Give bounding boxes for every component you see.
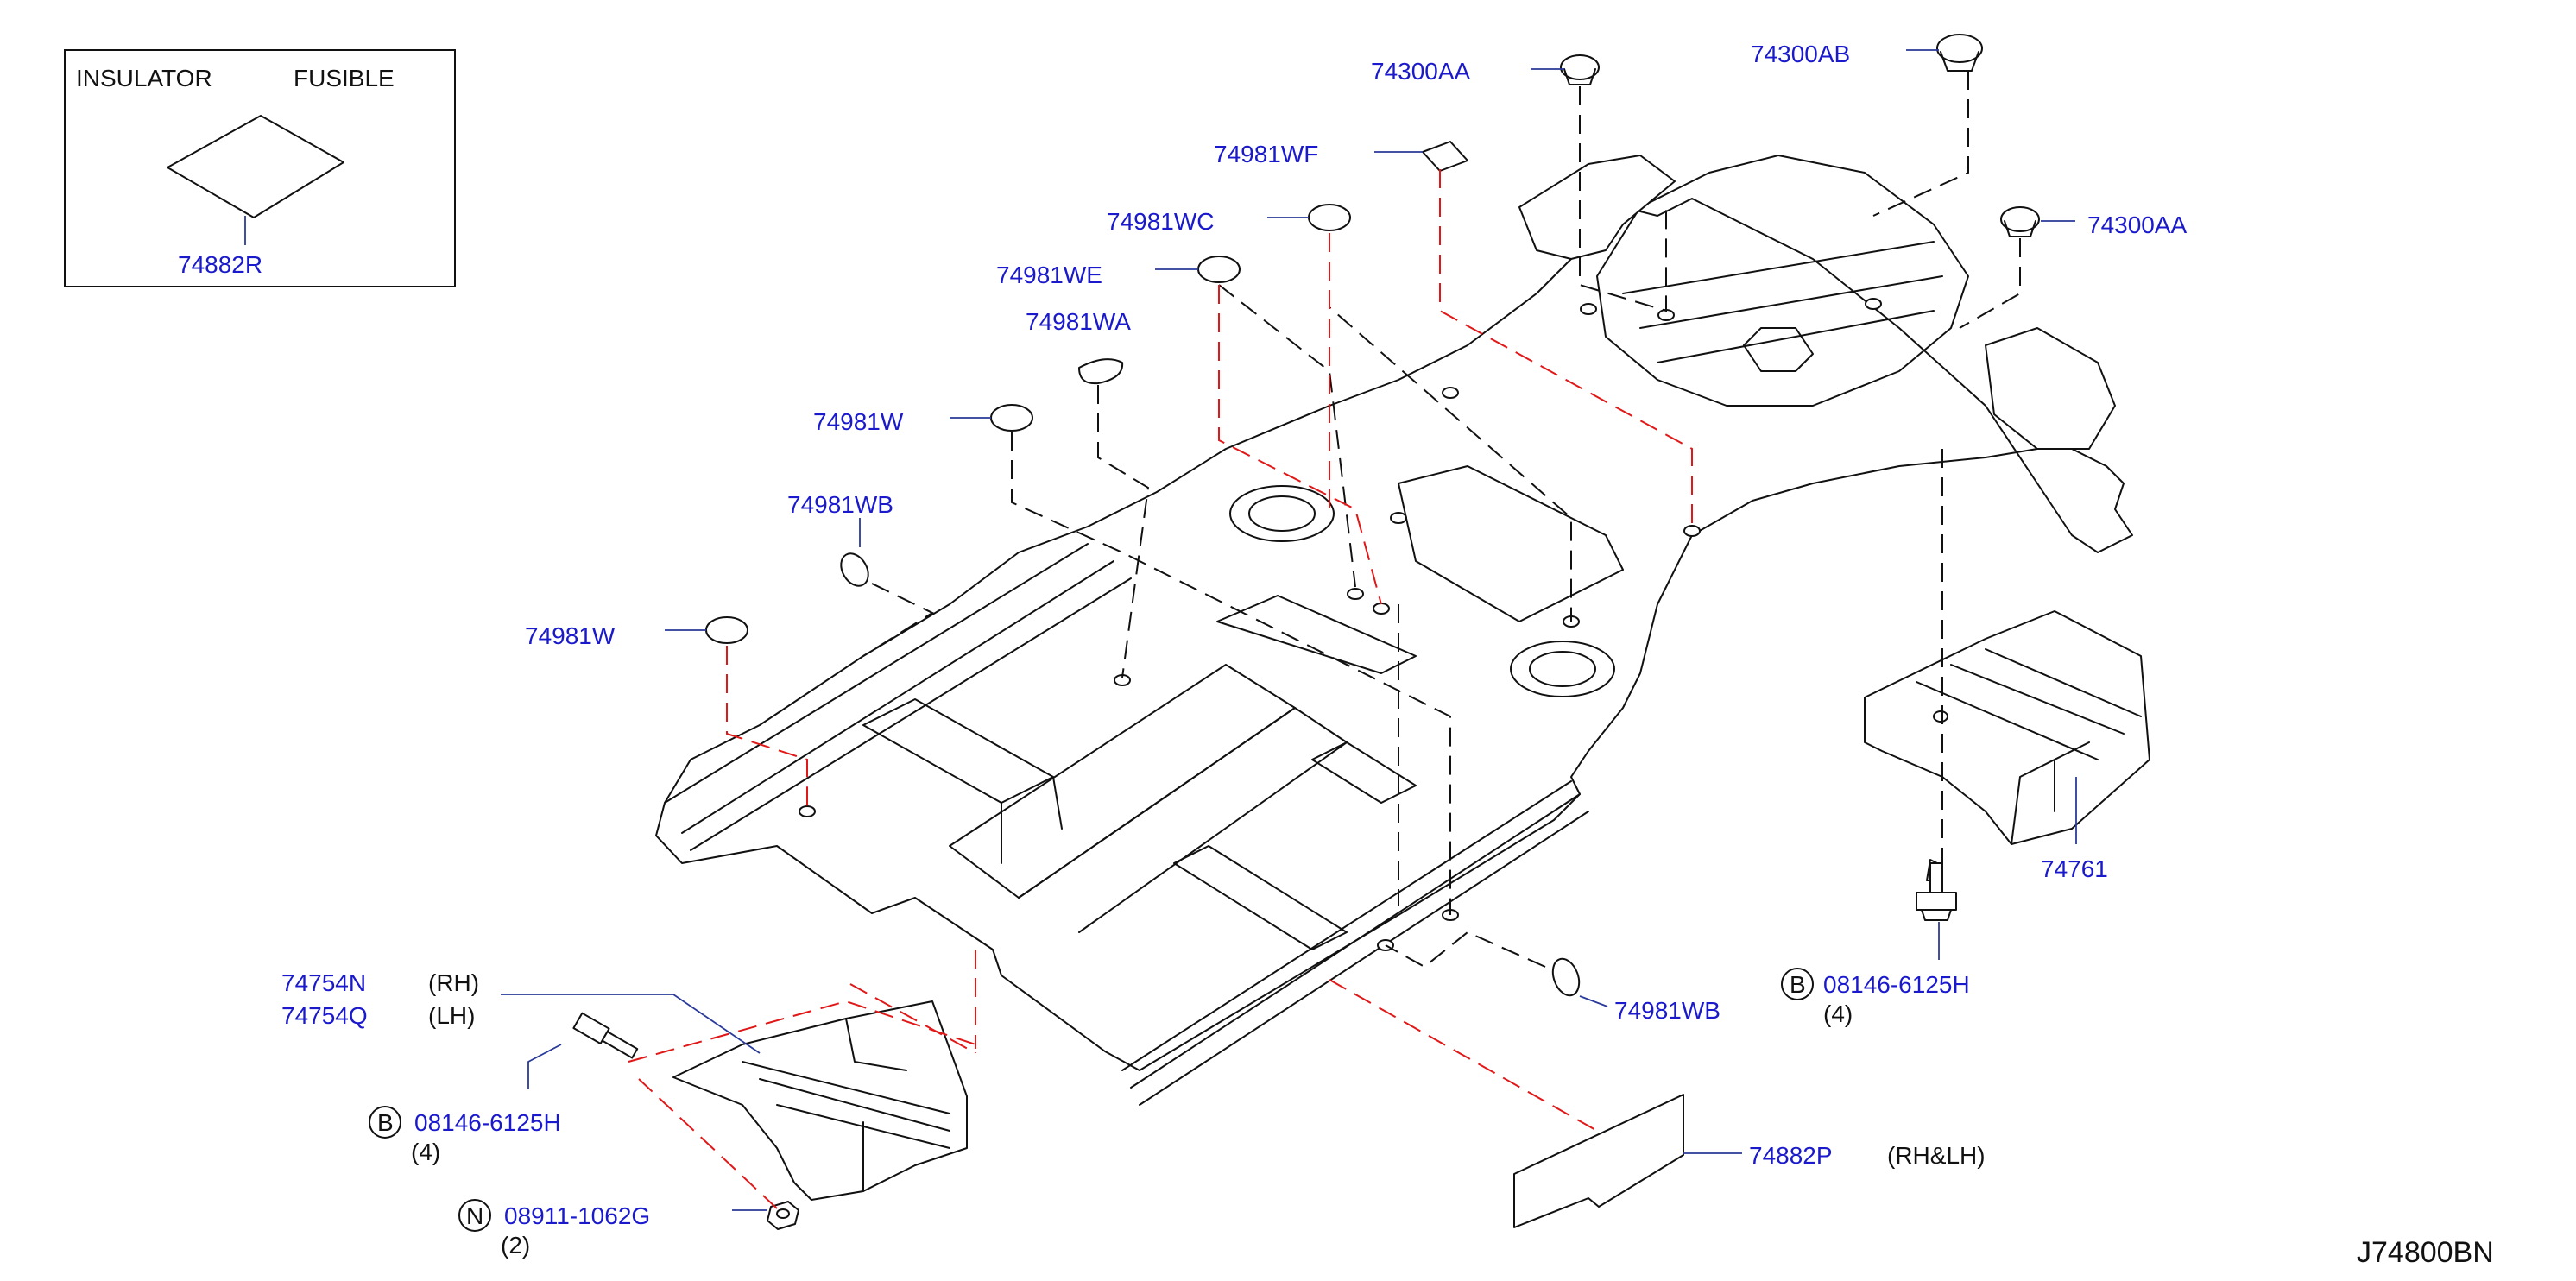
callout-bolt-left[interactable]: 08146-6125H xyxy=(414,1109,561,1136)
bolt-right-badge: B xyxy=(1790,971,1806,998)
assembly-lines-red xyxy=(628,169,1693,1209)
insulator-74882P xyxy=(1513,1094,1684,1228)
callout-74981WF[interactable]: 74981WF xyxy=(1214,141,1318,167)
callout-74300AA-top[interactable]: 74300AA xyxy=(1371,58,1471,85)
floor-panel xyxy=(655,155,2133,1106)
callout-74981WB-lower[interactable]: 74981WB xyxy=(1614,997,1720,1024)
under-cover-74754 xyxy=(672,1000,968,1201)
bolt-left-badge-icon xyxy=(369,1106,401,1139)
callout-74300AB[interactable]: 74300AB xyxy=(1751,41,1850,67)
callout-labels: 74300AA 74300AB 74300AA 74981WF 74981WC … xyxy=(281,41,2188,1259)
legend-insulator-label: INSULATOR xyxy=(76,65,212,92)
heat-shield-74761 xyxy=(1864,610,2150,845)
nut-badge: N xyxy=(466,1202,483,1229)
qualifier-rh-lh: (RH&LH) xyxy=(1887,1142,1986,1169)
callout-74882P[interactable]: 74882P xyxy=(1749,1142,1833,1169)
callout-74761[interactable]: 74761 xyxy=(2041,855,2108,882)
callout-74754Q[interactable]: 74754Q xyxy=(281,1002,368,1029)
callout-leaders xyxy=(501,49,2077,1211)
plugs xyxy=(705,34,2040,997)
nut-qty: (2) xyxy=(501,1232,530,1259)
nut-badge-icon xyxy=(458,1199,491,1232)
legend-part-number[interactable]: 74882R xyxy=(178,251,262,278)
bolt-left-badge: B xyxy=(377,1109,394,1136)
bolt-right-badge-icon xyxy=(1781,968,1814,1000)
callout-74981WB-upper[interactable]: 74981WB xyxy=(787,491,893,518)
insulator-pad-icon xyxy=(167,115,344,218)
callout-74754N[interactable]: 74754N xyxy=(281,969,366,996)
callout-74300AA-right[interactable]: 74300AA xyxy=(2087,211,2188,238)
legend-fusible-label: FUSIBLE xyxy=(294,65,395,92)
callout-74981W-lower[interactable]: 74981W xyxy=(525,622,616,649)
bolt-right-qty: (4) xyxy=(1823,1000,1853,1027)
callout-74981WE[interactable]: 74981WE xyxy=(996,262,1102,288)
qualifier-rh: (RH) xyxy=(428,969,479,996)
callout-74981WC[interactable]: 74981WC xyxy=(1107,208,1215,235)
callout-nut[interactable]: 08911-1062G xyxy=(504,1202,650,1229)
bolt-left-qty: (4) xyxy=(411,1139,440,1165)
callout-74981W-upper[interactable]: 74981W xyxy=(813,408,904,435)
diagram-code: J74800BN xyxy=(2357,1236,2494,1269)
callout-74981WA[interactable]: 74981WA xyxy=(1026,308,1131,335)
legend-box: INSULATOR FUSIBLE 74882R xyxy=(64,49,456,287)
fasteners xyxy=(572,859,1957,1230)
qualifier-lh: (LH) xyxy=(428,1002,475,1029)
callout-bolt-right[interactable]: 08146-6125H xyxy=(1823,971,1970,998)
